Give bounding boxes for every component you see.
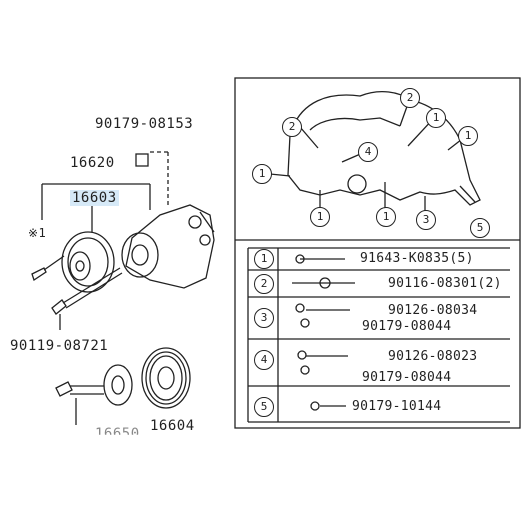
note-mark: ※1 <box>28 226 47 240</box>
legend-row-3-part-b: 90179-08044 <box>362 319 452 334</box>
part-label-assembly: 16620 <box>70 155 115 171</box>
part-label-bolt-left: 90119-08721 <box>10 338 109 354</box>
legend-row-2-part: 90116-08301(2) <box>388 276 502 291</box>
callout-circle-1e: 1 <box>458 126 478 146</box>
part-label-idler-highlighted: 16603 <box>70 190 119 206</box>
legend-row-4-number: 4 <box>254 350 274 370</box>
part-label-cut: 16650 <box>95 426 140 442</box>
callout-circle-1a: 1 <box>252 164 272 184</box>
right-panel-frame <box>234 77 521 429</box>
legend-row-3-part-a: 90126-08034 <box>388 303 478 318</box>
legend-row-2-number: 2 <box>254 274 274 294</box>
callout-circle-1b: 1 <box>310 207 330 227</box>
callout-circle-4: 4 <box>358 142 378 162</box>
legend-row-4-part-b: 90179-08044 <box>362 370 452 385</box>
legend-row-1-number: 1 <box>254 249 274 269</box>
legend-row-3-number: 3 <box>254 308 274 328</box>
legend-row-1-part: 91643-K0835(5) <box>360 251 474 266</box>
callout-circle-2b: 2 <box>400 88 420 108</box>
legend-row-5-part: 90179-10144 <box>352 399 442 414</box>
callout-circle-1c: 1 <box>376 207 396 227</box>
callout-circle-5: 5 <box>470 218 490 238</box>
callout-circle-2a: 2 <box>282 117 302 137</box>
legend-row-5-number: 5 <box>254 397 274 417</box>
legend-row-4-part-a: 90126-08023 <box>388 349 478 364</box>
part-label-pulley: 16604 <box>150 418 195 434</box>
part-label-bolt-nut: 90179-08153 <box>95 116 194 132</box>
callout-circle-3: 3 <box>416 210 436 230</box>
callout-circle-1d: 1 <box>426 108 446 128</box>
